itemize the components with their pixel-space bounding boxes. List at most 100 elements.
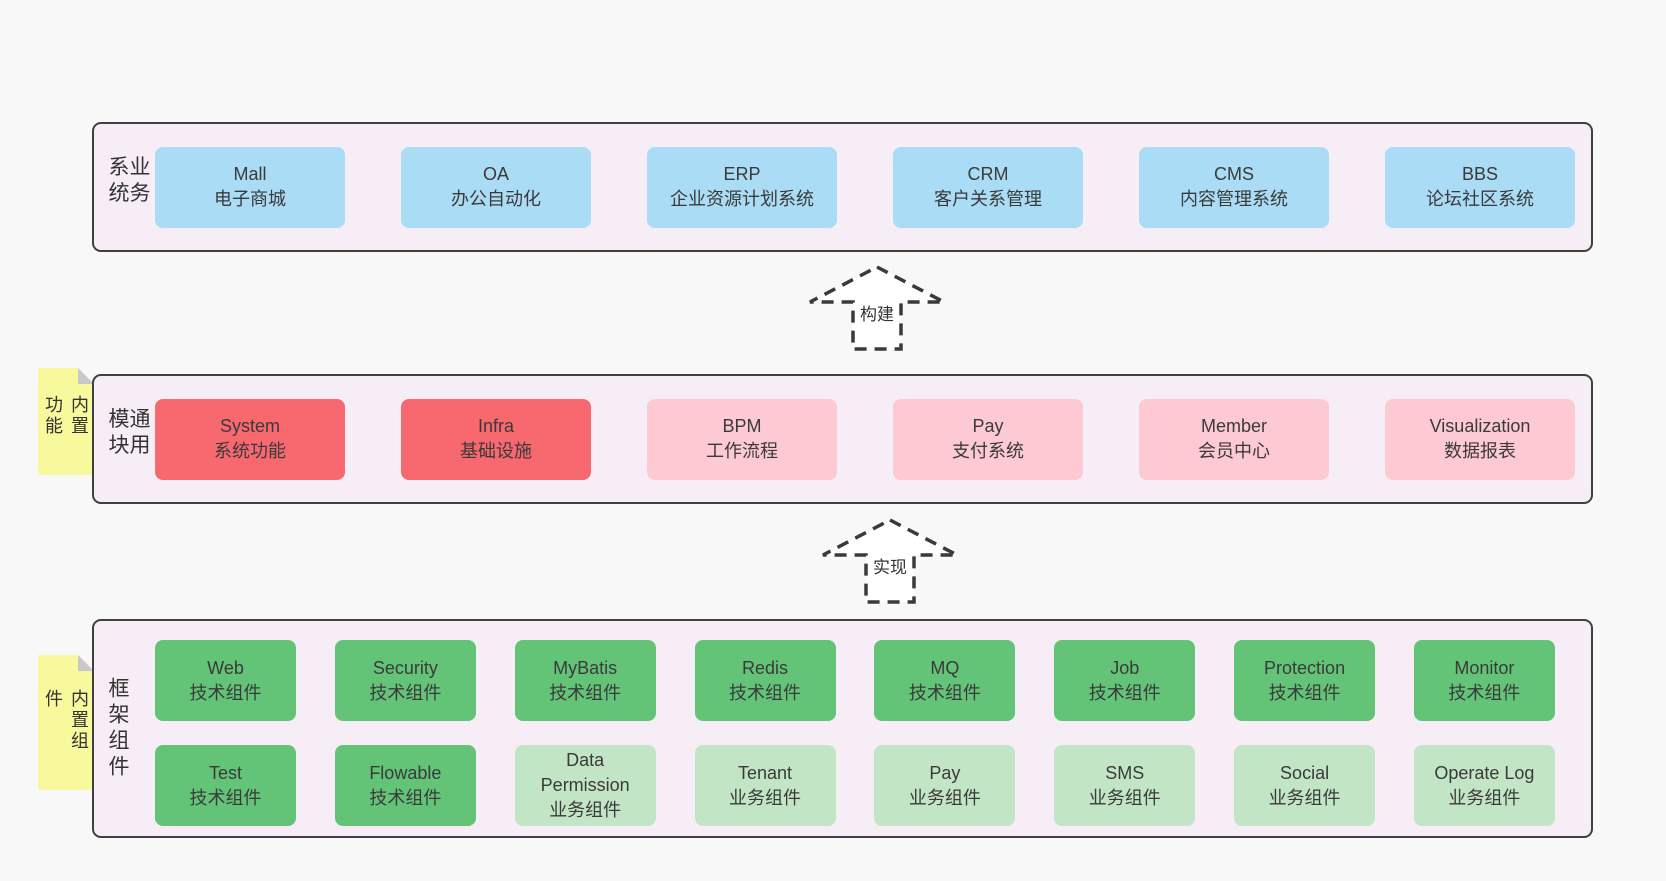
box-crm: CRM 客户关系管理 xyxy=(893,146,1083,228)
box-title: Mall xyxy=(233,164,267,184)
box-subtitle: 客户关系管理 xyxy=(934,189,1042,209)
box-mybatis: MyBatis 技术组件 xyxy=(514,640,656,721)
box-title: Job xyxy=(1110,657,1140,678)
box-title: Redis xyxy=(742,657,789,678)
box-title: CRM xyxy=(967,164,1009,184)
box-title: Monitor xyxy=(1454,657,1515,678)
sticky-note-built-in-components: 内置组件 xyxy=(38,655,94,790)
box-title: BPM xyxy=(722,416,762,436)
box-subtitle: 支付系统 xyxy=(952,441,1024,461)
box-subtitle: 技术组件 xyxy=(729,682,802,703)
box-mq: MQ 技术组件 xyxy=(874,640,1016,721)
box-subtitle: 技术组件 xyxy=(369,682,442,703)
box-title: Social xyxy=(1280,762,1330,783)
arrow-implement: 实现 xyxy=(820,517,960,605)
framework-row-2: Test 技术组件 Flowable 技术组件 Data Permission … xyxy=(155,745,1555,826)
box-member: Member 会员中心 xyxy=(1139,398,1329,480)
box-title: BBS xyxy=(1461,164,1499,184)
box-pay-module: Pay 支付系统 xyxy=(893,398,1083,480)
box-data-permission: Data Permission 业务组件 xyxy=(514,745,656,826)
business-boxes-row: Mall 电子商城 OA 办公自动化 ERP 企业资源计划系统 CRM 客户关系… xyxy=(155,124,1575,250)
box-title: Protection xyxy=(1264,657,1346,678)
box-title: Visualization xyxy=(1429,416,1531,436)
box-subtitle: 技术组件 xyxy=(908,682,981,703)
box-security: Security 技术组件 xyxy=(334,640,476,721)
box-tenant: Tenant 业务组件 xyxy=(694,745,836,826)
box-title: Flowable xyxy=(369,762,442,783)
sticky-note-built-in-features: 内置功能 xyxy=(38,368,94,475)
box-subtitle: 技术组件 xyxy=(189,787,262,808)
layer-label-framework-components: 框架组件 xyxy=(106,676,129,781)
box-title: Tenant xyxy=(738,762,793,783)
box-oa: OA 办公自动化 xyxy=(401,146,591,228)
box-subtitle: 业务组件 xyxy=(1448,787,1521,808)
box-title: Security xyxy=(372,657,438,678)
box-monitor: Monitor 技术组件 xyxy=(1413,640,1555,721)
box-subtitle: 内容管理系统 xyxy=(1180,189,1288,209)
box-social: Social 业务组件 xyxy=(1234,745,1376,826)
box-bbs: BBS 论坛社区系统 xyxy=(1385,146,1575,228)
framework-row-1: Web 技术组件 Security 技术组件 MyBatis 技术组件 Redi… xyxy=(155,640,1555,721)
box-subtitle: 技术组件 xyxy=(549,682,622,703)
box-title: Pay xyxy=(972,416,1004,436)
box-pay-component: Pay 业务组件 xyxy=(874,745,1016,826)
box-subtitle: 电子商城 xyxy=(214,189,286,209)
box-redis: Redis 技术组件 xyxy=(694,640,836,721)
layer-framework-components: 框架组件 Web 技术组件 Security 技术组件 MyBatis 技术组件… xyxy=(92,619,1593,838)
box-title: ERP xyxy=(723,164,761,184)
sticky-note-text: 内置功能 xyxy=(43,394,89,437)
box-flowable: Flowable 技术组件 xyxy=(334,745,476,826)
box-sms: SMS 业务组件 xyxy=(1054,745,1196,826)
box-cms: CMS 内容管理系统 xyxy=(1139,146,1329,228)
box-title: CMS xyxy=(1214,164,1254,184)
box-job: Job 技术组件 xyxy=(1054,640,1196,721)
arrow-build-label: 构建 xyxy=(857,300,897,325)
layer-label-common-modules: 通用模块 xyxy=(106,407,150,460)
box-title: MyBatis xyxy=(553,657,618,678)
box-title: Infra xyxy=(477,416,515,436)
box-subtitle: 业务组件 xyxy=(549,800,622,820)
box-subtitle: 业务组件 xyxy=(1268,787,1341,808)
sticky-note-text: 内置组件 xyxy=(43,688,89,752)
box-subtitle: 业务组件 xyxy=(908,787,981,808)
box-visualization: Visualization 数据报表 xyxy=(1385,398,1575,480)
box-subtitle: 技术组件 xyxy=(189,682,262,703)
box-title: Web xyxy=(207,657,244,678)
box-mall: Mall 电子商城 xyxy=(155,146,345,228)
box-subtitle: 办公自动化 xyxy=(451,189,541,209)
box-subtitle: 论坛社区系统 xyxy=(1426,189,1534,209)
box-subtitle: 会员中心 xyxy=(1198,441,1270,461)
box-subtitle: 企业资源计划系统 xyxy=(670,189,814,209)
box-operate-log: Operate Log 业务组件 xyxy=(1413,745,1555,826)
box-subtitle: 技术组件 xyxy=(1448,682,1521,703)
box-title: System xyxy=(219,416,280,436)
layer-business-systems: 业务系统 Mall 电子商城 OA 办公自动化 ERP 企业资源计划系统 CRM… xyxy=(92,122,1593,252)
box-test: Test 技术组件 xyxy=(155,745,296,826)
box-title: Data Permission xyxy=(540,750,630,795)
box-subtitle: 系统功能 xyxy=(214,441,286,461)
box-title: Operate Log xyxy=(1434,762,1535,783)
box-infra: Infra 基础设施 xyxy=(401,398,591,480)
framework-boxes-grid: Web 技术组件 Security 技术组件 MyBatis 技术组件 Redi… xyxy=(155,640,1555,826)
box-subtitle: 技术组件 xyxy=(1088,682,1161,703)
box-subtitle: 工作流程 xyxy=(706,441,778,461)
arrow-implement-label: 实现 xyxy=(870,553,910,578)
box-system: System 系统功能 xyxy=(155,398,345,480)
box-subtitle: 技术组件 xyxy=(369,787,442,808)
box-subtitle: 基础设施 xyxy=(460,441,532,461)
box-title: Member xyxy=(1200,416,1267,436)
box-subtitle: 业务组件 xyxy=(1088,787,1161,808)
box-web: Web 技术组件 xyxy=(155,640,296,721)
box-subtitle: 技术组件 xyxy=(1268,682,1341,703)
layer-common-modules: 通用模块 System 系统功能 Infra 基础设施 BPM 工作流程 Pay… xyxy=(92,374,1593,504)
common-boxes-row: System 系统功能 Infra 基础设施 BPM 工作流程 Pay 支付系统… xyxy=(155,376,1575,502)
box-erp: ERP 企业资源计划系统 xyxy=(647,146,837,228)
layer-label-business-systems: 业务系统 xyxy=(106,155,150,208)
box-title: SMS xyxy=(1105,762,1145,783)
arrow-build: 构建 xyxy=(807,264,947,352)
box-title: MQ xyxy=(930,657,960,678)
box-protection: Protection 技术组件 xyxy=(1234,640,1376,721)
box-title: Pay xyxy=(929,762,961,783)
box-subtitle: 数据报表 xyxy=(1444,441,1516,461)
